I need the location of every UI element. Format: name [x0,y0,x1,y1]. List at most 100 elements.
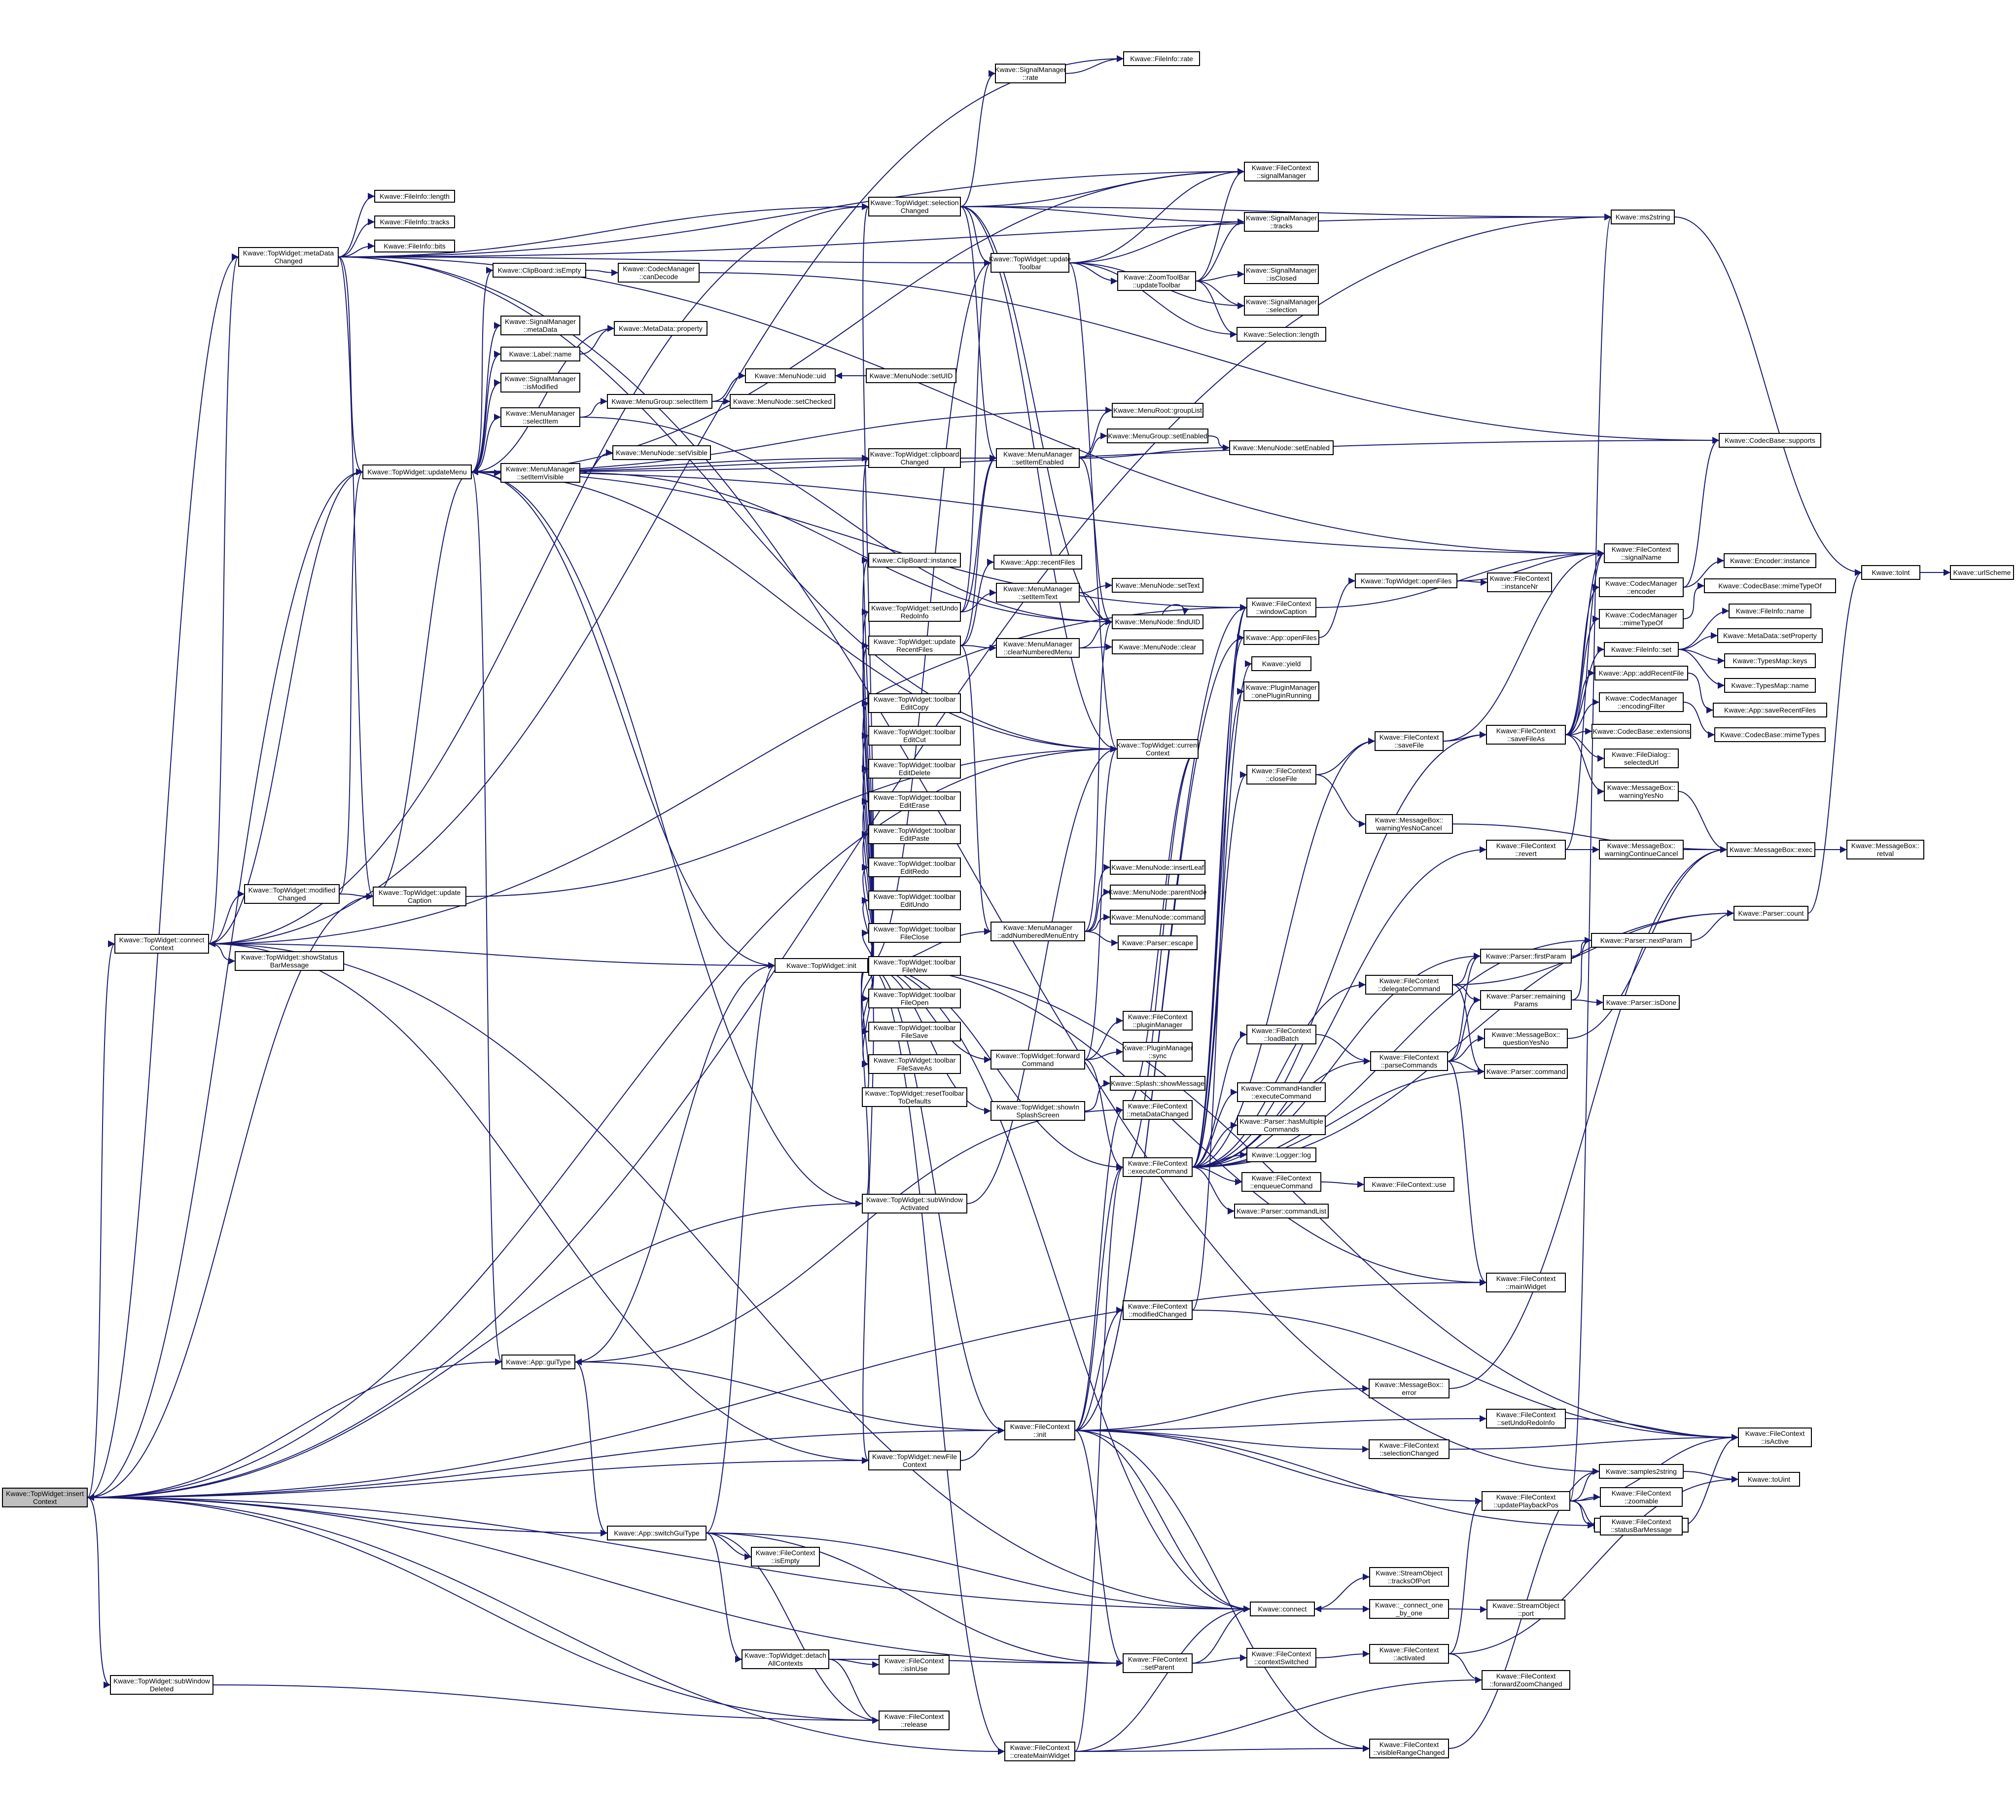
function-node[interactable]: Kwave::PluginManager::sync [1122,1042,1193,1062]
function-node[interactable]: Kwave::FileContext::enqueueCommand [1241,1172,1321,1192]
function-node[interactable]: Kwave::CodecBase::mimeTypeOf [1704,578,1836,593]
function-node[interactable]: Kwave::ms2string [1611,210,1675,224]
function-node[interactable]: Kwave::MenuNode::setText [1112,578,1203,593]
function-node[interactable]: Kwave::toInt [1861,565,1920,580]
function-node[interactable]: Kwave::TopWidget::setUndoRedoInfo [868,602,961,622]
function-node[interactable]: Kwave::StreamObject::port [1486,1600,1565,1619]
function-node[interactable]: Kwave::TopWidget::updateMenu [362,464,472,479]
function-node[interactable]: Kwave::Parser::firstParam [1480,949,1572,964]
function-node[interactable]: Kwave::ZoomToolBar::updateToolbar [1117,271,1196,291]
function-node[interactable]: Kwave::FileInfo::tracks [374,215,455,228]
function-node[interactable]: Kwave::MessageBox::warningYesNo [1604,782,1679,801]
function-node[interactable]: Kwave::MetaData::setProperty [1717,628,1823,643]
function-node[interactable]: Kwave::MenuManager::setItemEnabled [996,448,1080,468]
function-node[interactable]: Kwave::FileContext::selectionChanged [1369,1439,1450,1459]
function-node[interactable]: Kwave::TopWidget::modifiedChanged [244,884,340,904]
function-node[interactable]: Kwave::MenuNode::setEnabled [1229,440,1334,455]
function-node[interactable]: Kwave::SignalManager::rate [995,64,1066,83]
function-node[interactable]: Kwave::MessageBox::exec [1727,842,1815,857]
function-node[interactable]: Kwave::FileInfo::length [374,190,455,203]
function-node[interactable]: Kwave::FileContext::contextSwitched [1246,1648,1316,1668]
function-node[interactable]: Kwave::MenuNode::setVisible [612,445,711,460]
function-node[interactable]: Kwave::FileContext::parseCommands [1370,1051,1448,1071]
function-node[interactable]: Kwave::Parser::command [1484,1064,1568,1079]
function-node[interactable]: Kwave::MenuNode::insertLeaf [1110,860,1205,875]
function-node[interactable]: Kwave::TypesMap::name [1724,678,1816,693]
function-node[interactable]: Kwave::TopWidget::updateToolbar [989,253,1071,273]
function-node[interactable]: Kwave::Logger::log [1246,1147,1316,1162]
function-node[interactable]: Kwave::MenuNode::parentNode [1108,885,1207,899]
function-node[interactable]: Kwave::MenuManager::clearNumberedMenu [996,638,1080,658]
function-node[interactable]: Kwave::MenuManager::addNumberedMenuEntry [990,922,1085,941]
function-node[interactable]: Kwave::FileContext::isInUse [879,1655,950,1675]
function-node[interactable]: Kwave::Parser::escape [1118,935,1198,950]
function-node[interactable]: Kwave::CodecManager::encoder [1599,577,1684,597]
function-node[interactable]: Kwave::FileDialog::selectedUrl [1604,749,1679,768]
function-node[interactable]: Kwave::FileInfo::bits [374,240,455,252]
function-node[interactable]: Kwave::FileContext::use [1364,1177,1454,1192]
function-node[interactable]: Kwave::MenuGroup::selectItem [607,394,712,409]
function-node[interactable]: Kwave::FileContext::activated [1369,1644,1449,1664]
function-node[interactable]: Kwave::SignalManager::selection [1244,296,1319,316]
function-node[interactable]: Kwave::App::openFiles [1243,630,1319,645]
function-node[interactable]: Kwave::_connect_one_by_one [1369,1599,1449,1619]
function-node[interactable]: Kwave::FileContext::updatePlaybackPos [1482,1491,1570,1511]
function-node[interactable]: Kwave::FileContext::delegateCommand [1365,975,1453,995]
function-node[interactable]: Kwave::FileInfo::name [1729,604,1811,618]
function-node[interactable]: Kwave::FileContext::release [879,1711,950,1730]
function-node[interactable]: Kwave::FileContext::signalManager [1244,162,1319,181]
function-node[interactable]: Kwave::Parser::nextParam [1591,933,1692,948]
function-node[interactable]: Kwave::FileContext::createMainWidget [1004,1742,1075,1761]
function-node[interactable]: Kwave::toUint [1738,1472,1800,1487]
function-node[interactable]: Kwave::PluginManager::onePluginRunning [1243,681,1319,701]
function-node[interactable]: Kwave::FileContext::signalName [1604,543,1679,563]
function-node[interactable]: Kwave::Label::name [500,347,580,361]
function-node[interactable]: Kwave::App::recentFiles [993,555,1082,570]
function-node[interactable]: Kwave::Splash::showMessage [1110,1076,1205,1091]
function-node[interactable]: Kwave::FileContext::pluginManager [1123,1011,1193,1031]
function-node[interactable]: Kwave::FileContext::revert [1486,840,1566,859]
function-node[interactable]: Kwave::MenuNode::clear [1112,640,1203,654]
function-node[interactable]: Kwave::MessageBox::error [1369,1379,1450,1398]
function-node[interactable]: Kwave::FileContext::modifiedChanged [1123,1300,1193,1320]
function-node[interactable]: Kwave::FileContext::visibleRangeChanged [1369,1739,1449,1758]
function-node[interactable]: Kwave::FileContext::saveFileAs [1486,725,1566,745]
function-node[interactable]: Kwave::Parser::isDone [1603,995,1680,1010]
function-node[interactable]: Kwave::CodecManager::encodingFilter [1599,692,1684,712]
function-node[interactable]: Kwave::MenuNode::setChecked [730,394,835,409]
function-node[interactable]: Kwave::FileContext::init [1004,1421,1075,1440]
function-node[interactable]: Kwave::MessageBox::warningContinueCancel [1599,840,1684,859]
function-node[interactable]: Kwave::FileContext::saveFile [1375,731,1444,751]
function-node[interactable]: Kwave::TopWidget::metaDataChanged [238,247,339,267]
function-node[interactable]: Kwave::FileContext::executeCommand [1123,1157,1193,1177]
function-node[interactable]: Kwave::CodecManager::canDecode [618,263,700,283]
function-node[interactable]: Kwave::MenuNode::findUID [1112,614,1203,629]
function-node[interactable]: Kwave::urlScheme [1950,565,2014,580]
function-node[interactable]: Kwave::FileContext::forwardZoomChanged [1482,1670,1570,1690]
function-node[interactable]: Kwave::MenuRoot::groupList [1112,403,1203,418]
function-node[interactable]: Kwave::SignalManager::isModified [500,373,580,393]
function-node[interactable]: Kwave::MenuManager::selectItem [500,407,580,427]
function-node[interactable]: Kwave::MenuManager::setItemText [996,583,1080,603]
function-node[interactable]: Kwave::MenuNode::setUID [866,368,956,383]
function-node[interactable]: Kwave::StreamObject::tracksOfPort [1369,1567,1449,1587]
